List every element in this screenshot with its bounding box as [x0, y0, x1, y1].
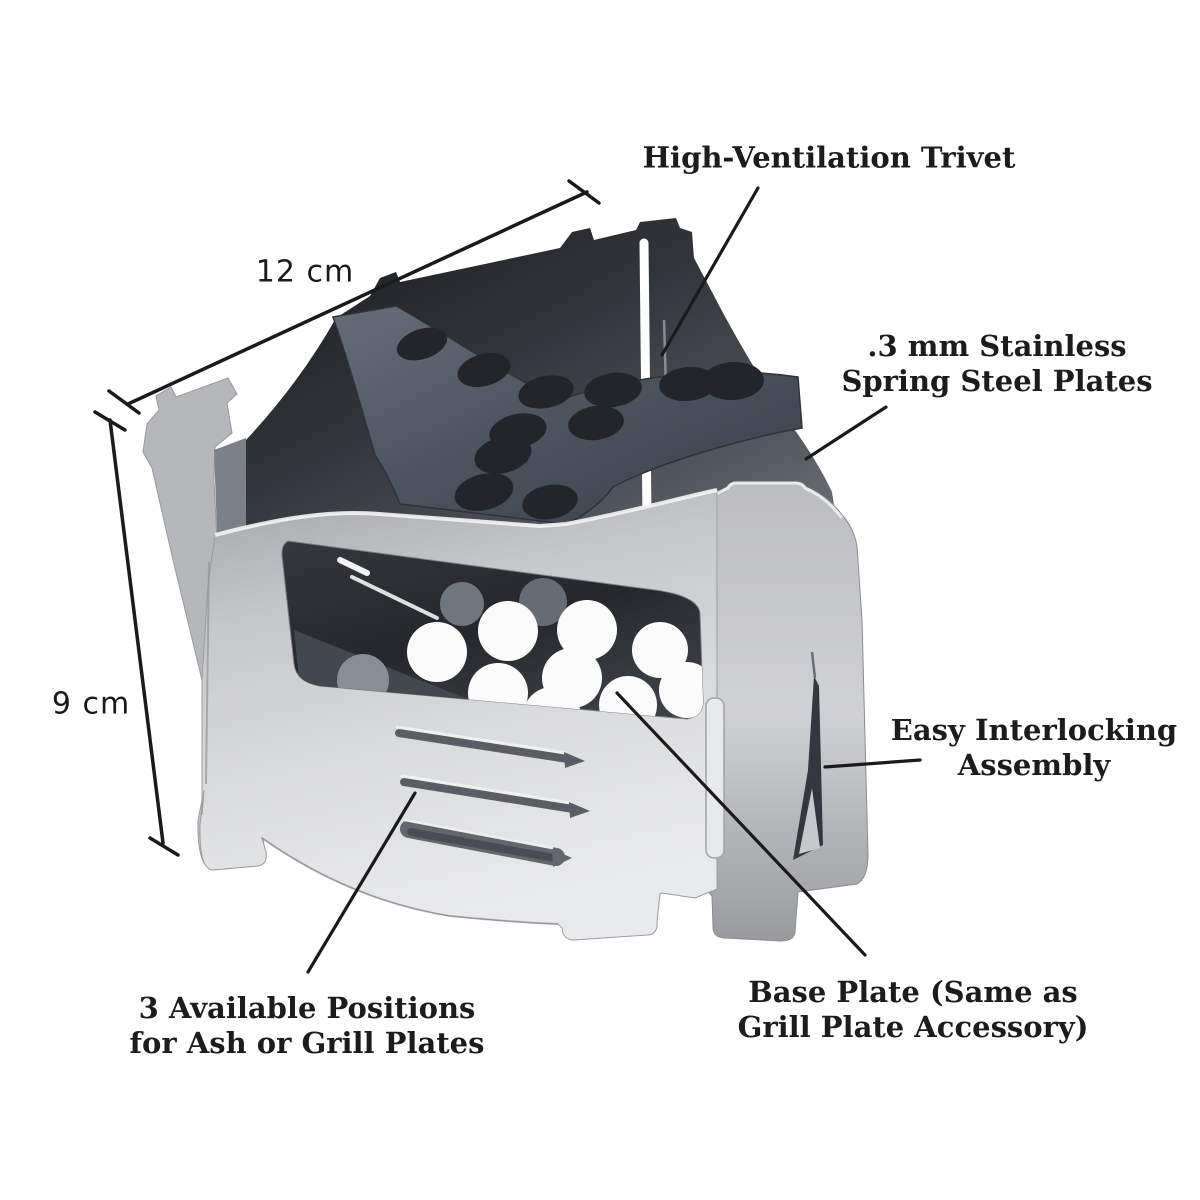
- vent-slot-3: [400, 818, 572, 867]
- interlock-slot-crack: [810, 651, 817, 679]
- vent-slot-2: [400, 774, 590, 818]
- interlock-slot-inner-tab: [799, 788, 820, 854]
- dimension-line-width: [126, 190, 589, 406]
- dimension-label-width: 12 cm: [255, 254, 355, 290]
- left-plate-seam: [205, 561, 210, 785]
- leader-trivet: [660, 186, 760, 357]
- label-trivet-line: High-Ventilation Trivet: [642, 140, 1016, 175]
- interior-reflection-streak: [337, 557, 370, 576]
- trivet-plate: [332, 305, 803, 525]
- vent-slots: [395, 725, 590, 867]
- interlock-tab: [705, 697, 725, 859]
- front-plate-bottom-shade: [261, 837, 559, 925]
- leader-available-positions: [306, 791, 417, 974]
- leader-spring-steel-plates: [804, 405, 888, 461]
- feed-window: [281, 540, 704, 720]
- annotation-lines: [93, 179, 922, 974]
- dimension-tick-height-1: [148, 836, 180, 857]
- label-available-positions-line: for Ash or Grill Plates: [129, 1026, 485, 1060]
- trivet-vent-holes: [396, 327, 764, 520]
- label-base-plate-line: Grill Plate Accessory): [737, 1010, 1089, 1044]
- dimension-label-height: 9 cm: [51, 686, 131, 722]
- label-base-plate-line: Base Plate (Same as: [748, 975, 1078, 1009]
- interior-reflection-streak-2: [350, 575, 439, 620]
- leader-base-plate: [615, 691, 867, 957]
- dimension-line-height: [108, 418, 165, 845]
- dimension-tick-width-0: [107, 389, 141, 415]
- label-trivet: High-Ventilation Trivet: [643, 141, 1016, 176]
- label-interlocking-assembly-line: Easy Interlocking: [890, 713, 1178, 747]
- label-spring-steel-plates-line: .3 mm Stainless: [867, 329, 1127, 363]
- dimension-tick-width-1: [567, 179, 601, 205]
- front-plate-top-highlight: [214, 488, 718, 537]
- dimension-tick-height-0: [93, 410, 127, 432]
- label-available-positions-line: 3 Available Positions: [138, 991, 476, 1025]
- label-spring-steel-plates-line: Spring Steel Plates: [841, 364, 1153, 398]
- label-interlocking-assembly-line: Assembly: [957, 748, 1111, 782]
- leader-interlocking-assembly: [823, 758, 922, 769]
- interlock-slot: [793, 676, 823, 860]
- vent-slot-1: [395, 725, 585, 768]
